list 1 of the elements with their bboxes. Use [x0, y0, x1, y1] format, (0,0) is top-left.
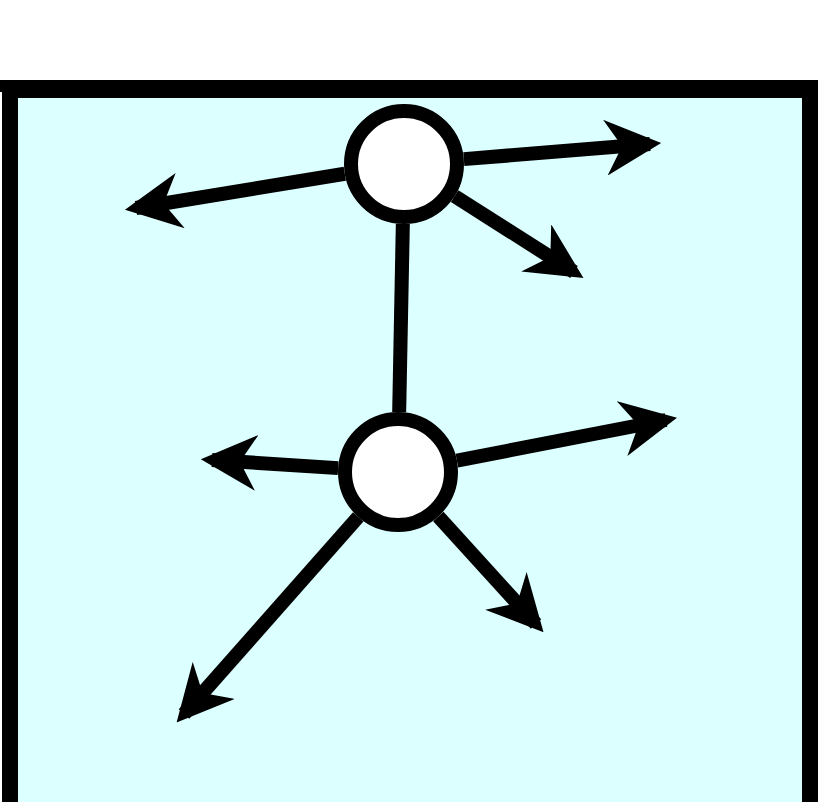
connector-line	[392, 223, 410, 413]
